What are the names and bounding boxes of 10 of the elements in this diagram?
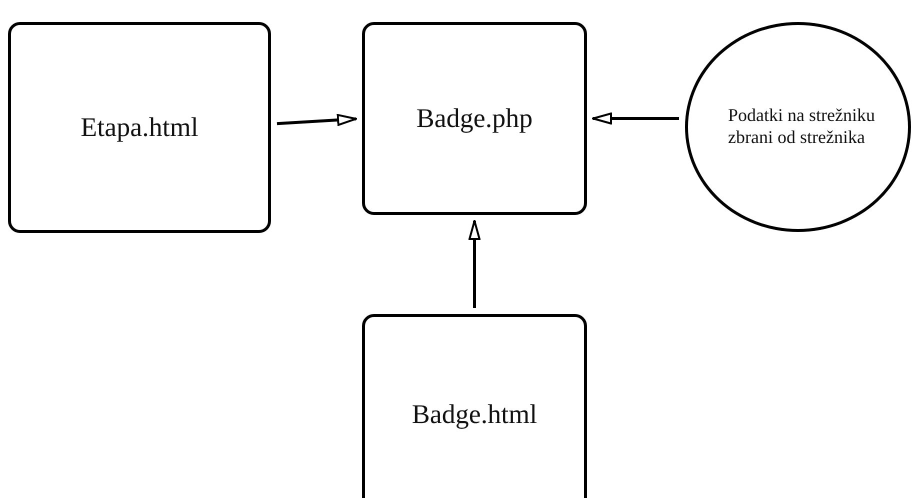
file-name: Badge.php xyxy=(416,103,533,134)
description-text: Podatki na strežniku zbrani od strežnika xyxy=(727,105,876,149)
arrow xyxy=(276,114,357,126)
arrow xyxy=(592,112,679,124)
file-box xyxy=(362,22,587,215)
file-name: Etapa.html xyxy=(80,112,198,143)
file-name: Badge.html xyxy=(412,398,538,430)
file-box xyxy=(8,22,271,233)
file-box xyxy=(362,314,587,498)
arrow xyxy=(468,220,480,308)
